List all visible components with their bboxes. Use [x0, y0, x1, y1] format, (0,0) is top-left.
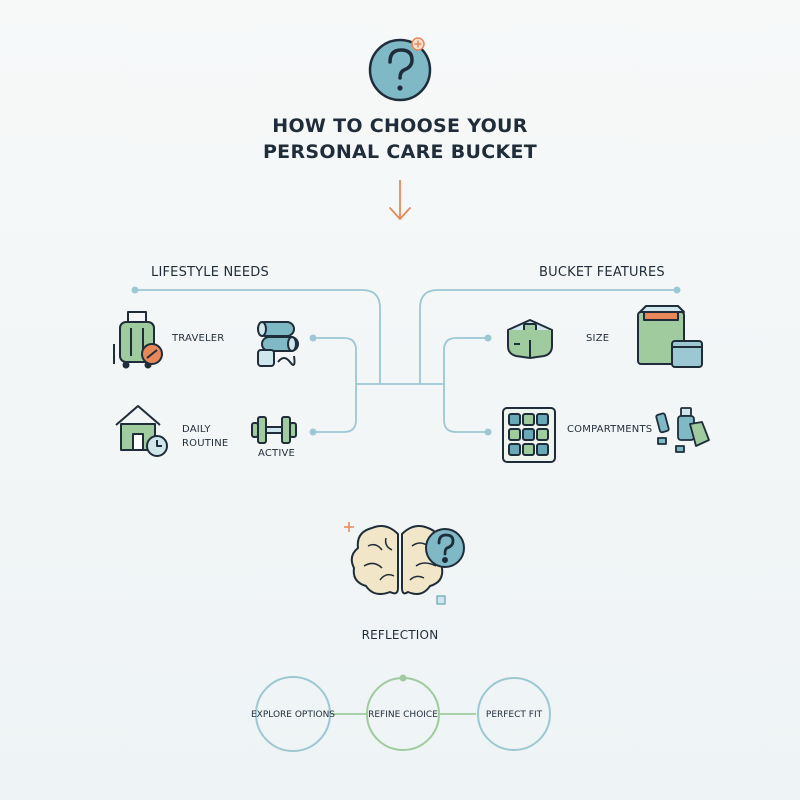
step-label-refine: REFINE CHOICE [368, 710, 438, 720]
section-bucket-features: BUCKET FEATURES [539, 265, 665, 280]
section-lifestyle-needs: LIFESTYLE NEEDS [151, 265, 269, 280]
title-line-1: HOW TO CHOOSE YOUR [272, 115, 528, 137]
label-routine: ROUTINE [182, 438, 229, 449]
label-active: ACTIVE [258, 448, 296, 459]
step-label-explore: EXPLORE OPTIONS [250, 710, 336, 720]
yoga-mat-icon [257, 321, 299, 367]
arrow-down-icon [389, 180, 411, 221]
label-size: SIZE [586, 333, 610, 344]
house-clock-icon [115, 405, 168, 457]
question-icon [368, 37, 432, 102]
label-compartments: COMPARTMENTS [567, 424, 653, 435]
toiletries-icon [655, 407, 710, 453]
connector-lines [135, 289, 677, 433]
bucket-box-icon [507, 319, 553, 359]
step-circle-perfect [477, 677, 551, 751]
refine-dot [399, 674, 407, 682]
title-line-2: PERSONAL CARE BUCKET [262, 141, 538, 163]
compartments-grid-icon [502, 407, 556, 463]
dumbbell-icon [251, 416, 297, 444]
section-reflection: REFLECTION [361, 628, 439, 642]
step-circle-explore [255, 676, 331, 752]
storage-bins-icon [637, 305, 703, 368]
label-daily: DAILY [182, 424, 211, 435]
luggage-icon [113, 311, 163, 369]
step-label-perfect: PERFECT FIT [485, 710, 543, 720]
connector-dots [131, 286, 681, 436]
brain-question-icon [344, 522, 465, 605]
label-traveler: TRAVELER [172, 333, 225, 344]
